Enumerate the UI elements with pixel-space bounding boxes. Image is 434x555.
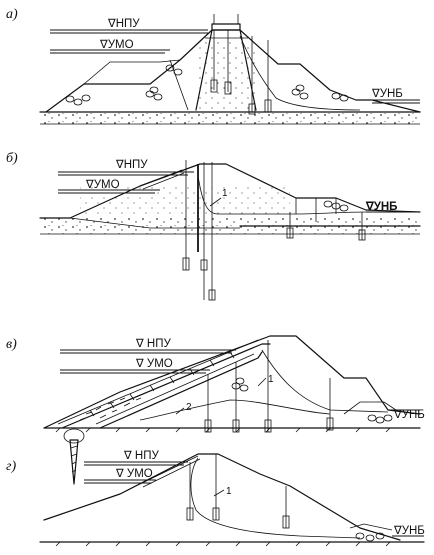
foundation-ticks	[55, 541, 391, 547]
umo-level-label: ∇ УМО	[135, 358, 173, 370]
crest-parapet	[211, 23, 241, 31]
boulder-cluster	[331, 92, 349, 102]
panel-letter-g: г)	[6, 459, 16, 474]
umo-level-label: ∇УМО	[99, 39, 134, 51]
slab-joints	[89, 351, 235, 417]
inner-slab	[95, 353, 255, 425]
npu-level-label: ∇ НПУ	[135, 338, 171, 350]
foundation-soil	[40, 218, 420, 234]
boulder-cluster	[291, 84, 309, 100]
piezometer-well-icon	[200, 259, 208, 271]
piezometer-well-icon	[232, 362, 240, 433]
npu-level-label: ∇ НПУ	[123, 450, 159, 462]
piezometer-well-icon	[186, 462, 194, 521]
drain-line	[169, 59, 189, 111]
seepage-line	[190, 457, 361, 539]
dam-fill	[80, 186, 290, 216]
piezometer-well-icon	[326, 378, 334, 431]
facing-slab	[142, 458, 201, 488]
panel-letter-v: в)	[6, 337, 17, 352]
facing-slab	[61, 343, 271, 429]
seepage-line-number: 1	[268, 374, 274, 385]
embankment-base	[69, 217, 240, 229]
seepage-line	[261, 349, 389, 413]
foundation-soil	[40, 112, 420, 124]
filter-line-number: 2	[186, 402, 192, 413]
toe-drain	[349, 523, 393, 531]
riprap-upstream	[139, 169, 183, 187]
foundation-ticks	[55, 427, 391, 433]
piezometer-well-icon	[204, 374, 212, 433]
npu-level-label: ∇НПУ	[107, 18, 140, 30]
leader-line	[257, 377, 267, 387]
panel-a: а) ∇НПУ ∇УМО	[6, 7, 421, 125]
inner-slab	[99, 351, 263, 429]
boulder-cluster	[367, 414, 393, 424]
piezometer-well-icon	[282, 486, 290, 529]
npu-level-label: ∇НПУ	[115, 159, 148, 171]
boulder-cluster	[145, 86, 163, 101]
piezometer-well-icon	[212, 454, 220, 521]
ground-line	[39, 217, 421, 227]
piezometer-well-icon	[224, 30, 232, 95]
toe-drain	[343, 401, 397, 415]
rubble-marks	[79, 397, 142, 421]
leader-line	[213, 489, 225, 497]
panel-g: г) ∇ НПУ ∇ УМО 1 ∇УН	[6, 450, 425, 547]
unb-level-label: ∇УНБ	[371, 88, 403, 100]
boulder-cluster	[231, 377, 249, 392]
facing-slab	[57, 339, 259, 425]
core-fill	[198, 40, 256, 110]
unb-level-label: ∇УНБ	[393, 409, 425, 421]
piezometer-well-icon	[264, 40, 272, 113]
boulder-cluster	[65, 94, 91, 106]
seepage-line	[239, 35, 361, 111]
boulder-cluster	[355, 532, 385, 542]
leader-line	[175, 407, 185, 415]
dam-outline	[43, 453, 401, 541]
panel-letter-a: а)	[6, 7, 18, 22]
panel-b: б) ∇НПУ ∇УМО 1	[6, 151, 421, 301]
drill-bit-icon	[63, 428, 85, 485]
dam-outline	[43, 335, 421, 429]
panel-letter-b: б)	[6, 151, 18, 166]
piezometer-well-icon	[210, 30, 218, 93]
facing-slab	[139, 455, 199, 485]
boulder-cluster	[165, 64, 183, 76]
umo-level-label: ∇ УМО	[115, 468, 153, 480]
unb-level-label: ∇УНБ	[365, 201, 397, 213]
boulder-cluster	[323, 200, 349, 212]
piezometer-well-icon	[264, 340, 272, 433]
filter-line	[139, 399, 331, 421]
seepage-line-number: 1	[226, 486, 232, 497]
piezometer-well-icon	[208, 289, 216, 301]
panel-v: в) ∇ НПУ ∇ УМО 1 2	[6, 335, 425, 485]
unb-level-label: ∇УНБ	[393, 525, 425, 537]
